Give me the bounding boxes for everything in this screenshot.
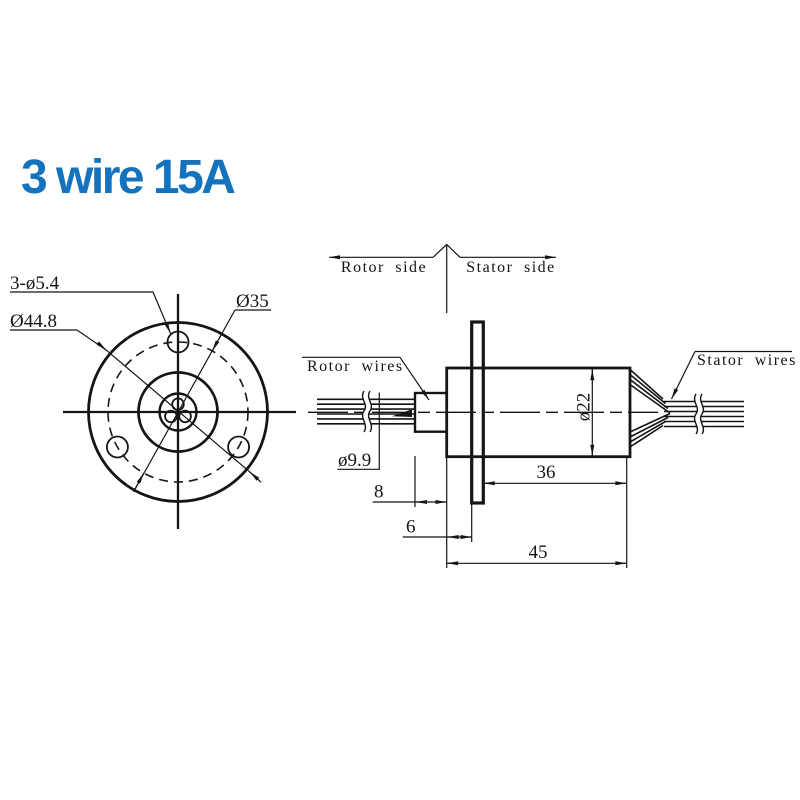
stator-wire-diagonal (629, 373, 667, 405)
rotor-wires (317, 390, 415, 433)
page-title: 3 wire 15A (21, 151, 236, 204)
flange-outer-circle (87, 321, 269, 503)
bore-circle (158, 392, 198, 432)
stator-wires (629, 368, 744, 448)
stator-wire-diagonal (629, 420, 666, 443)
rotor-wire-wedge (392, 409, 412, 417)
rotor-wire-break-curve (367, 390, 373, 433)
stator-wire-diagonal (629, 412, 671, 433)
body-length-dim-label: 36 (537, 462, 556, 483)
side-view: Rotor side Stator side (302, 243, 797, 568)
rotor-wire-break-curve (361, 390, 367, 433)
wire-hole-top (171, 397, 185, 411)
outer-diameter-arrow-1 (96, 341, 107, 351)
inner-circle (137, 371, 219, 453)
mounting-hole-right (227, 435, 251, 459)
mounting-hole-top (166, 330, 190, 354)
stator-wires-label: Stator wires (697, 352, 797, 369)
flange-outline (470, 320, 485, 505)
front-view: 3-ø5.4 Ø44.8 Ø35 (10, 273, 296, 529)
body-diameter-dim-label: ø22 (574, 393, 595, 422)
rotor-wires-leader-arrow (399, 356, 430, 401)
stator-wire-break-curve (693, 393, 699, 435)
stator-wire-diagonal (629, 368, 664, 400)
wire-hole-right (178, 409, 192, 424)
total-length-dim-label: 45 (529, 542, 548, 563)
shaft-diameter-dim-label: ø9.9 (338, 450, 371, 471)
stator-wire-diagonal (629, 424, 664, 448)
rotor-wires-label: Rotor wires (307, 358, 404, 375)
bolt-circle-dim-label: Ø35 (236, 291, 269, 312)
shaft-hub-outline (413, 391, 448, 433)
rotor-side-label: Rotor side (341, 259, 427, 276)
stator-wire-diagonal (629, 383, 671, 414)
outer-diameter-dim-line (76, 329, 262, 483)
bolt-circle-arrow-1 (211, 333, 223, 352)
wire-hole-left (164, 409, 178, 424)
bolt-circle-dashed (107, 341, 249, 483)
flange-offset-dim-label: 6 (406, 517, 416, 538)
stator-wire-diagonal (629, 416, 669, 438)
stator-side-label: Stator side (466, 259, 556, 276)
stator-wires-leader-arrow (670, 351, 696, 400)
stator-wire-break-curve (699, 393, 705, 435)
bolt-circle-arrow-2 (133, 472, 145, 491)
mounting-holes-leader (10, 291, 172, 334)
mounting-holes-dim-label: 3-ø5.4 (10, 273, 60, 294)
stator-wire-diagonal (629, 378, 669, 410)
shaft-length-dim-label: 8 (374, 482, 384, 503)
outer-diameter-dim-label: Ø44.8 (10, 311, 57, 332)
outer-diameter-arrow-2 (249, 471, 260, 481)
mounting-hole-left (106, 435, 129, 459)
